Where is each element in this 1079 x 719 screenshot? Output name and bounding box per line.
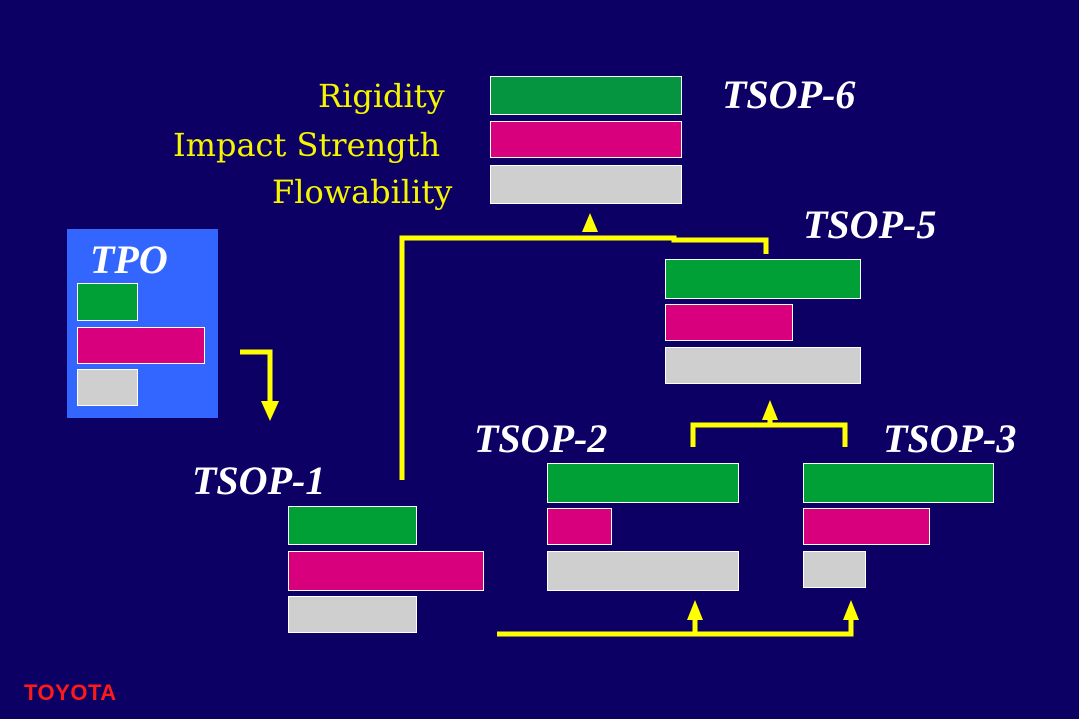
tsop3-rigidity-bar	[803, 463, 994, 503]
tpo-impact-bar	[77, 327, 205, 364]
tpo-label: TPO	[90, 237, 168, 282]
arrowhead-tsop6-up	[582, 213, 598, 232]
tsop1-to-tsop2-tsop3-connector	[497, 618, 854, 637]
tpo-flowability-bar	[77, 369, 138, 406]
tsop5-flowability-bar	[665, 347, 861, 384]
legend-flowability: Flowability	[272, 173, 453, 211]
tsop5-impact-bar	[665, 304, 793, 341]
tsop5-rigidity-bar	[665, 259, 861, 299]
legend-impact-strength: Impact Strength	[173, 126, 441, 164]
tsop2-flowability-bar	[547, 551, 739, 591]
tpo-to-tsop1-connector	[240, 349, 273, 402]
tsop1-rigidity-bar	[288, 506, 417, 545]
tsop1-impact-bar	[288, 551, 484, 591]
arrowhead-tsop2-up	[687, 600, 703, 620]
arrowhead-tsop3-up	[843, 600, 859, 620]
tsop2-tsop3-to-tsop5-connector	[690, 422, 848, 447]
tpo-rigidity-bar	[77, 283, 138, 321]
tsop2-rigidity-bar	[547, 463, 739, 503]
tsop6-impact-bar	[490, 121, 682, 158]
tsop6-rigidity-bar	[490, 76, 682, 115]
tsop1-label: TSOP-1	[192, 458, 326, 503]
tsop6-flowability-bar	[490, 165, 682, 204]
tsop3-impact-bar	[803, 508, 930, 545]
arrowhead-tsop5-up	[762, 400, 778, 420]
tsop3-label: TSOP-3	[883, 416, 1017, 461]
tsop2-impact-bar	[547, 508, 612, 545]
tsop2-label: TSOP-2	[474, 416, 608, 461]
tsop1-to-tsop6-connector	[399, 235, 769, 480]
legend-rigidity: Rigidity	[318, 77, 445, 115]
tsop1-flowability-bar	[288, 596, 417, 633]
toyota-logo: TOYOTA	[24, 680, 117, 705]
tsop3-flowability-bar	[803, 551, 866, 588]
tsop5-label: TSOP-5	[803, 202, 937, 247]
tsop6-label: TSOP-6	[722, 72, 856, 117]
arrowhead-tsop1-down	[261, 401, 279, 421]
